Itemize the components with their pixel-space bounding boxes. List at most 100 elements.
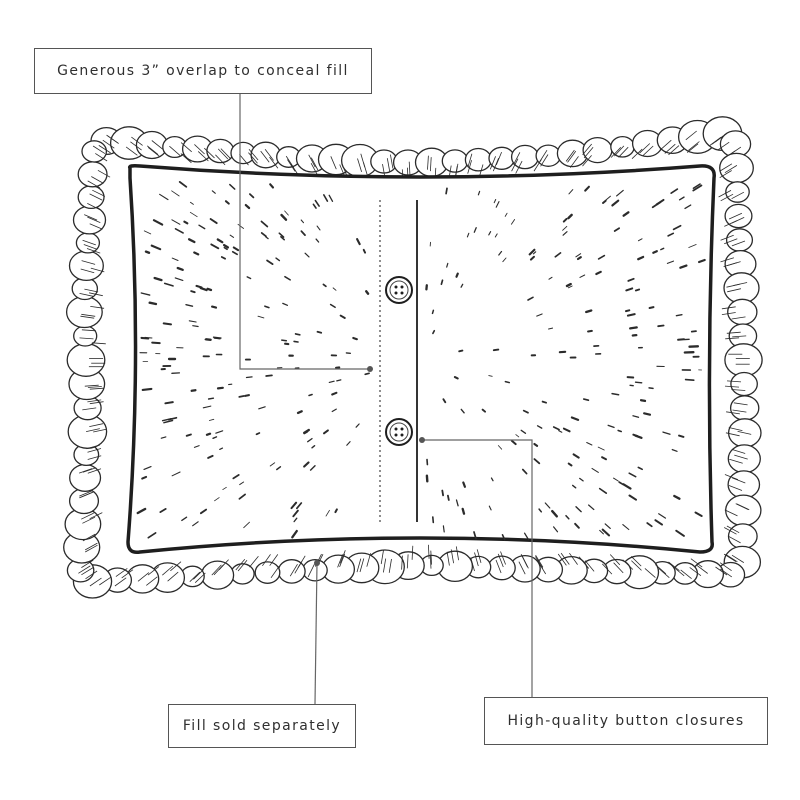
texture-fleck xyxy=(366,291,368,293)
texture-fleck xyxy=(441,280,442,284)
ruffle-gather xyxy=(729,524,758,549)
callout-overlap: Generous 3” overlap to conceal fill xyxy=(34,48,372,94)
texture-fleck xyxy=(676,315,682,316)
texture-fleck xyxy=(505,382,509,383)
texture-fleck xyxy=(692,331,696,332)
texture-fleck xyxy=(644,413,650,414)
ruffle-gather xyxy=(731,396,759,420)
texture-fleck xyxy=(641,400,645,401)
texture-fleck xyxy=(636,290,639,291)
ruffle-gather xyxy=(512,145,539,168)
leader-dot-overlap xyxy=(367,366,373,372)
texture-fleck xyxy=(586,311,591,313)
texture-fleck xyxy=(257,433,260,434)
ruffle-gather xyxy=(255,562,280,583)
ruffle-gather xyxy=(725,344,762,376)
ruffle-gather xyxy=(728,299,757,324)
texture-fleck xyxy=(298,411,302,413)
texture-fleck xyxy=(206,339,210,340)
texture-fleck xyxy=(365,373,369,374)
texture-fleck xyxy=(191,291,195,292)
texture-fleck xyxy=(626,310,629,311)
texture-fleck xyxy=(543,402,547,403)
texture-fleck xyxy=(678,339,684,340)
texture-fleck xyxy=(165,402,172,403)
texture-fleck xyxy=(294,341,298,342)
texture-fleck xyxy=(442,491,443,496)
texture-fleck xyxy=(207,434,210,435)
ruffle-gather xyxy=(74,206,106,234)
texture-fleck xyxy=(212,307,216,308)
texture-fleck xyxy=(209,398,214,399)
ruffle-gather xyxy=(726,182,749,202)
ruffle-gather xyxy=(231,564,254,584)
texture-fleck xyxy=(658,326,663,327)
texture-fleck xyxy=(335,509,337,512)
texture-fleck xyxy=(214,338,220,339)
texture-fleck xyxy=(143,389,152,390)
texture-fleck xyxy=(463,509,464,514)
ruffle-gather xyxy=(67,297,103,328)
texture-fleck xyxy=(208,289,211,290)
pillow-body xyxy=(128,166,714,553)
texture-fleck xyxy=(457,274,458,277)
texture-fleck xyxy=(318,332,322,333)
texture-fleck xyxy=(455,377,458,378)
texture-fleck xyxy=(448,496,449,500)
texture-fleck xyxy=(653,251,657,253)
texture-fleck xyxy=(247,377,253,378)
texture-fleck xyxy=(686,380,694,381)
texture-fleck xyxy=(218,388,223,389)
texture-fleck xyxy=(184,222,187,224)
ruffle-gather xyxy=(70,489,99,514)
leader-dot-buttons xyxy=(419,437,425,443)
callout-fill-sold-separately: Fill sold separately xyxy=(168,704,356,748)
ruffle-gather xyxy=(82,141,106,162)
texture-fleck xyxy=(630,327,637,328)
texture-fleck xyxy=(245,395,249,396)
texture-fleck xyxy=(679,436,684,437)
ruffle-gather xyxy=(251,142,280,168)
ruffle-gather xyxy=(67,344,105,377)
texture-fleck xyxy=(463,483,465,487)
texture-fleck xyxy=(187,435,191,436)
ruffle-gather xyxy=(724,273,759,303)
texture-fleck xyxy=(150,303,156,304)
texture-fleck xyxy=(443,526,444,532)
texture-fleck xyxy=(309,395,312,396)
four-hole-button-icon xyxy=(386,419,412,445)
texture-fleck xyxy=(192,390,196,391)
ruffle-gather xyxy=(70,465,101,492)
texture-fleck xyxy=(433,310,434,313)
texture-fleck xyxy=(618,431,621,432)
ruffle-gather xyxy=(489,147,514,169)
ruffle-gather xyxy=(728,471,759,498)
ruffle-gather xyxy=(536,145,560,166)
ruffle-gather xyxy=(201,561,233,589)
callout-button-closures: High-quality button closures xyxy=(484,697,768,745)
texture-fleck xyxy=(584,399,589,400)
texture-fleck xyxy=(282,340,287,341)
ruffle-gather xyxy=(727,229,753,251)
ruffle-gather xyxy=(731,373,757,396)
texture-fleck xyxy=(649,388,653,389)
texture-fleck xyxy=(636,382,642,383)
texture-fleck xyxy=(459,351,462,352)
texture-fleck xyxy=(193,326,198,327)
texture-fleck xyxy=(567,284,571,286)
texture-fleck xyxy=(578,257,581,259)
texture-fleck xyxy=(494,350,499,351)
texture-fleck xyxy=(353,338,357,339)
ruffle-gather xyxy=(726,495,761,526)
leader-line-fill xyxy=(315,563,317,704)
ruffle-gather xyxy=(488,556,515,580)
texture-fleck xyxy=(433,517,434,522)
ruffle-gather xyxy=(728,445,760,473)
texture-fleck xyxy=(650,307,654,308)
texture-fleck xyxy=(146,252,149,253)
ruffle-gather xyxy=(76,233,99,253)
ruffle-gather xyxy=(442,150,467,172)
texture-fleck xyxy=(239,396,243,397)
leader-dot-fill xyxy=(314,560,320,566)
